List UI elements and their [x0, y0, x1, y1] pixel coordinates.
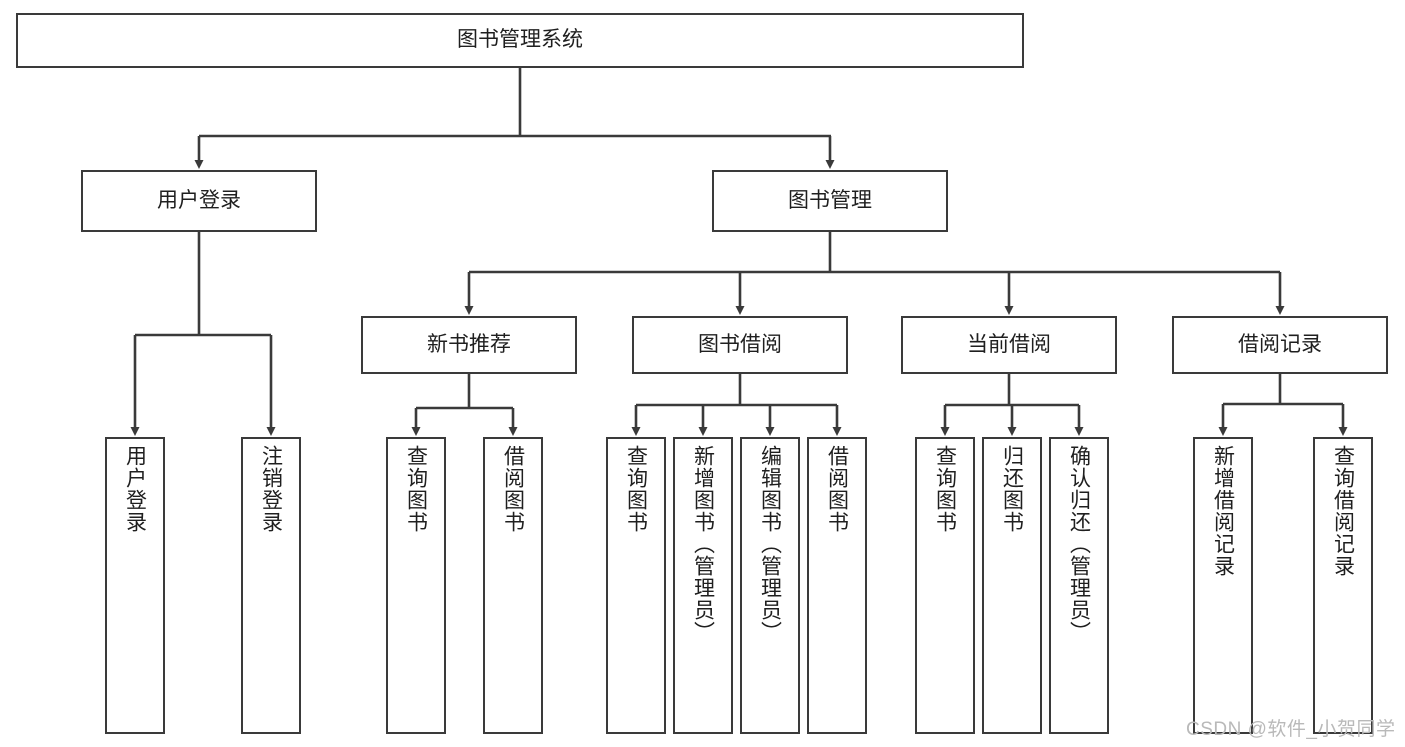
node-user-login-label: 用户登录 — [157, 188, 241, 212]
node-book-borrow[interactable]: 图书借阅 — [632, 316, 848, 374]
node-borrow-record[interactable]: 借阅记录 — [1172, 316, 1388, 374]
node-current-borrow[interactable]: 当前借阅 — [901, 316, 1117, 374]
node-book-borrow-label: 图书借阅 — [698, 332, 782, 356]
node-leaf-query-book-borrow[interactable]: 查询图书 — [606, 437, 666, 734]
node-leaf-logout[interactable]: 注销登录 — [241, 437, 301, 734]
node-leaf-borrow-book-label: 借阅图书 — [825, 445, 849, 533]
node-leaf-user-login[interactable]: 用户登录 — [105, 437, 165, 734]
watermark-text: CSDN @软件_小贺同学 — [1186, 719, 1396, 740]
node-leaf-borrow-book-rec-label: 借阅图书 — [501, 445, 525, 533]
node-user-login[interactable]: 用户登录 — [81, 170, 317, 232]
node-root-label: 图书管理系统 — [457, 28, 583, 52]
node-borrow-record-label: 借阅记录 — [1238, 332, 1322, 356]
node-leaf-query-book-cur-label: 查询图书 — [933, 445, 957, 533]
node-leaf-add-book[interactable]: 新增图书（管理员） — [673, 437, 733, 734]
node-leaf-query-record[interactable]: 查询借阅记录 — [1313, 437, 1373, 734]
node-leaf-add-book-label: 新增图书（管理员） — [691, 445, 715, 643]
node-leaf-borrow-book[interactable]: 借阅图书 — [807, 437, 867, 734]
node-leaf-add-record[interactable]: 新增借阅记录 — [1193, 437, 1253, 734]
node-book-manage-label: 图书管理 — [788, 188, 872, 212]
node-leaf-query-book-cur[interactable]: 查询图书 — [915, 437, 975, 734]
node-leaf-user-login-label: 用户登录 — [123, 445, 147, 533]
node-new-book-recommend-label: 新书推荐 — [427, 332, 511, 356]
node-leaf-query-book-rec[interactable]: 查询图书 — [386, 437, 446, 734]
node-current-borrow-label: 当前借阅 — [967, 332, 1051, 356]
node-leaf-add-record-label: 新增借阅记录 — [1211, 445, 1235, 577]
node-leaf-return-book-label: 归还图书 — [1000, 445, 1024, 533]
node-new-book-recommend[interactable]: 新书推荐 — [361, 316, 577, 374]
node-leaf-confirm-return[interactable]: 确认归还（管理员） — [1049, 437, 1109, 734]
node-leaf-query-record-label: 查询借阅记录 — [1331, 445, 1355, 577]
node-book-manage[interactable]: 图书管理 — [712, 170, 948, 232]
node-leaf-edit-book[interactable]: 编辑图书（管理员） — [740, 437, 800, 734]
node-leaf-logout-label: 注销登录 — [259, 445, 283, 533]
node-leaf-return-book[interactable]: 归还图书 — [982, 437, 1042, 734]
node-leaf-edit-book-label: 编辑图书（管理员） — [758, 445, 782, 643]
node-leaf-query-book-rec-label: 查询图书 — [404, 445, 428, 533]
node-root[interactable]: 图书管理系统 — [16, 13, 1024, 68]
node-leaf-confirm-return-label: 确认归还（管理员） — [1067, 445, 1091, 643]
node-leaf-query-book-borrow-label: 查询图书 — [624, 445, 648, 533]
node-leaf-borrow-book-rec[interactable]: 借阅图书 — [483, 437, 543, 734]
